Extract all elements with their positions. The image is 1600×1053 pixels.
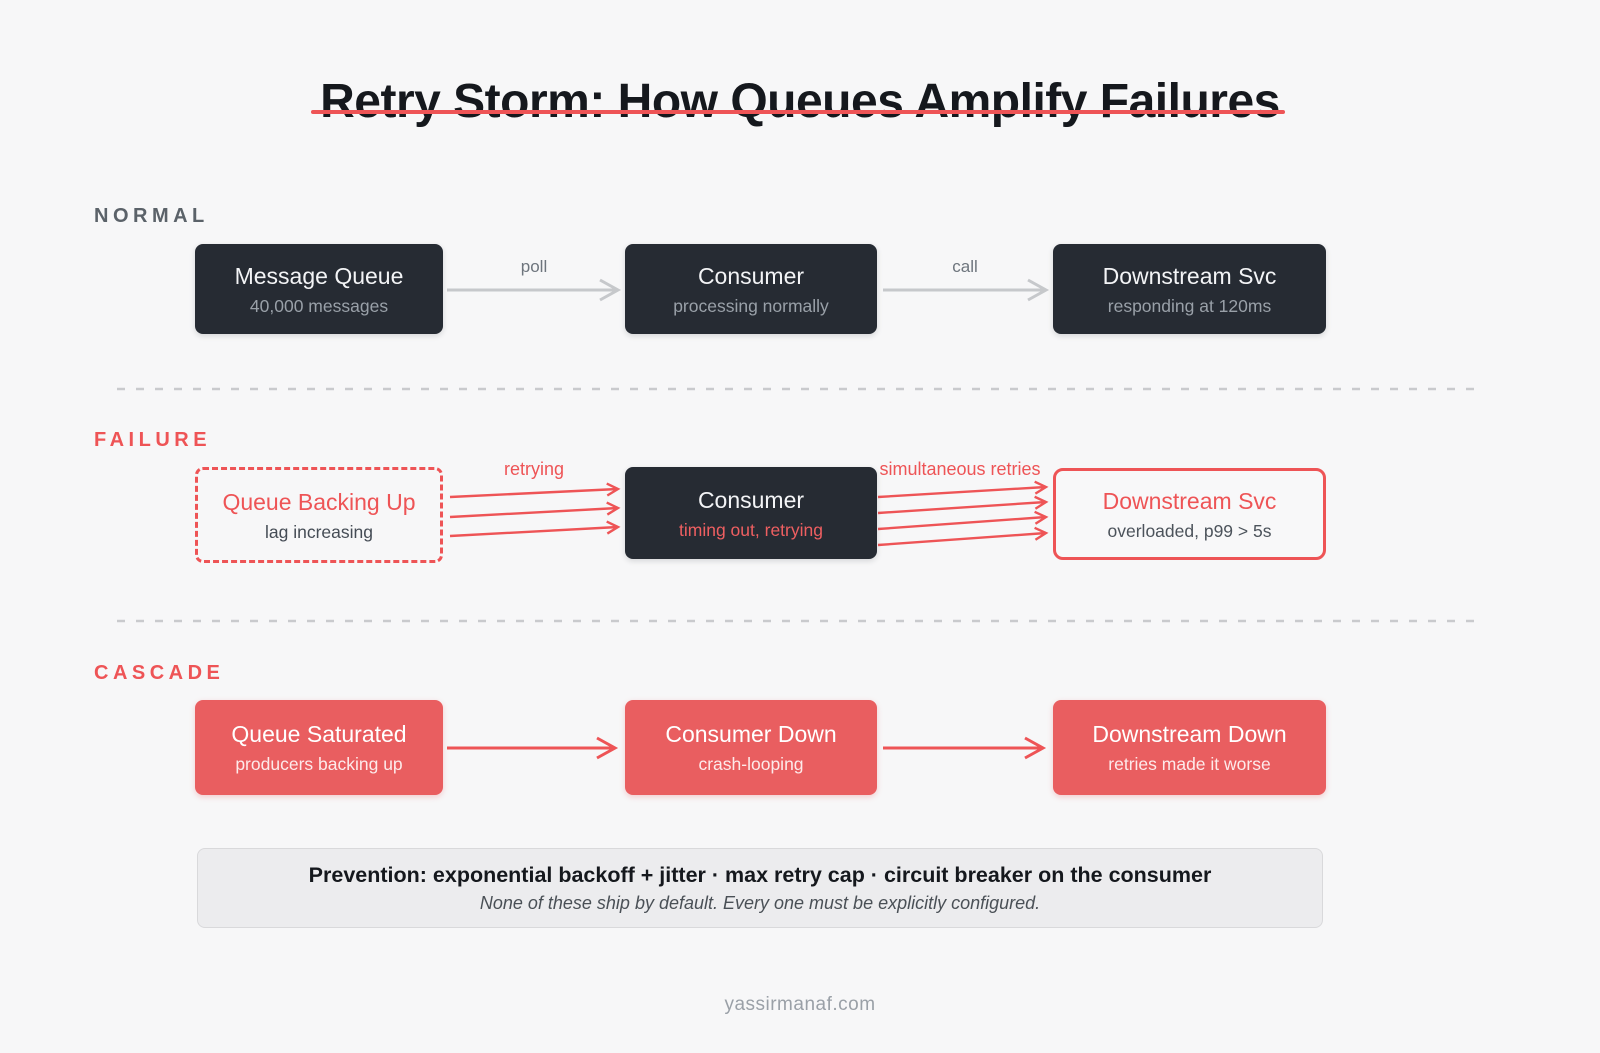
arrow-label-poll: poll — [520, 257, 548, 276]
node-consumer-down: Consumer Down crash-looping — [625, 700, 877, 795]
arrow-simultaneous-line-2 — [877, 495, 1049, 515]
page-title: Retry Storm: How Queues Amplify Failures — [320, 75, 1280, 129]
node-queue-backing-up: Queue Backing Up lag increasing — [195, 467, 443, 563]
node-subtitle: producers backing up — [235, 754, 403, 774]
node-subtitle: responding at 120ms — [1107, 295, 1272, 316]
section-label-failure: FAILURE — [94, 429, 212, 451]
node-title: Message Queue — [234, 262, 404, 289]
node-subtitle: processing normally — [673, 295, 829, 316]
arrow-label-call: call — [952, 257, 978, 276]
arrow-simultaneous-line-4 — [877, 526, 1049, 547]
arrow-label-retrying: retrying — [503, 459, 565, 479]
node-title: Downstream Svc — [1102, 487, 1277, 514]
node-subtitle: 40,000 messages — [249, 295, 389, 316]
node-message-queue: Message Queue 40,000 messages — [195, 244, 443, 334]
node-downstream-svc-normal: Downstream Svc responding at 120ms — [1053, 244, 1326, 334]
node-title: Downstream Svc — [1102, 262, 1277, 289]
node-subtitle: retries made it worse — [1108, 754, 1271, 774]
node-downstream-down: Downstream Down retries made it worse — [1053, 700, 1326, 795]
node-consumer-normal: Consumer processing normally — [625, 244, 877, 334]
node-title: Downstream Down — [1092, 721, 1287, 747]
section-label-cascade: CASCADE — [94, 662, 225, 684]
arrow-simultaneous-line-3 — [877, 510, 1049, 531]
node-title: Consumer Down — [665, 721, 837, 747]
arrow-retrying-line-3 — [449, 520, 621, 538]
node-consumer-failure: Consumer timing out, retrying — [625, 467, 877, 559]
section-label-normal: NORMAL — [94, 205, 209, 227]
arrow-simultaneous-line-1 — [877, 480, 1049, 499]
node-subtitle: overloaded, p99 > 5s — [1107, 520, 1272, 541]
node-subtitle: crash-looping — [698, 754, 804, 774]
node-title: Consumer — [697, 486, 805, 513]
node-subtitle: lag increasing — [265, 521, 373, 542]
footer-credit: yassirmanaf.com — [724, 994, 876, 1015]
prevention-panel: Prevention: exponential backoff + jitter… — [197, 848, 1323, 928]
arrow-retrying-line-2 — [449, 501, 621, 519]
arrow-label-simultaneous-retries: simultaneous retries — [879, 459, 1041, 479]
arrow-retrying-line-1 — [449, 482, 621, 499]
node-title: Consumer — [697, 262, 805, 289]
prevention-note: None of these ship by default. Every one… — [479, 892, 1041, 913]
node-subtitle: timing out, retrying — [679, 519, 823, 540]
node-downstream-svc-failure: Downstream Svc overloaded, p99 > 5s — [1053, 468, 1326, 560]
node-title: Queue Saturated — [231, 721, 407, 747]
prevention-headline: Prevention: exponential backoff + jitter… — [308, 862, 1212, 887]
node-title: Queue Backing Up — [222, 488, 416, 515]
node-queue-saturated: Queue Saturated producers backing up — [195, 700, 443, 795]
title-underline — [311, 110, 1285, 114]
